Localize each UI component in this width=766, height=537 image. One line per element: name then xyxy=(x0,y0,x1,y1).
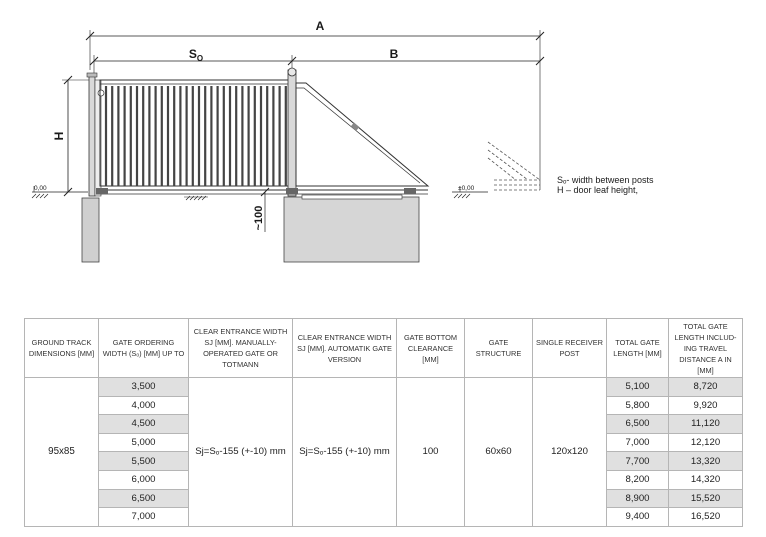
table-row: 6,000 8,200 14,320 xyxy=(25,469,743,490)
cell-width: 6,500 xyxy=(98,488,189,509)
track-foundation xyxy=(283,194,420,263)
table-row: 7,000 9,400 16,520 xyxy=(25,507,743,527)
cell-total: 6,500 xyxy=(606,414,669,434)
legend-line-1: Sₒ- width between posts xyxy=(557,175,654,185)
cell-travel: 13,320 xyxy=(668,451,743,471)
specification-table: GROUND TRACK DIMENSIONS [mm] GATE ORDERI… xyxy=(24,318,743,527)
header-ground-track: GROUND TRACK DIMENSIONS [mm] xyxy=(24,318,99,378)
counterbalance-tail xyxy=(295,82,430,187)
cell-width: 6,000 xyxy=(98,469,189,490)
cell-width: 5,500 xyxy=(98,451,189,471)
cell-total: 7,700 xyxy=(606,451,669,471)
table-row: 6,500 8,900 15,520 xyxy=(25,488,743,509)
ground-marks xyxy=(184,195,208,201)
cell-travel: 9,920 xyxy=(668,395,743,416)
cell-width: 4,500 xyxy=(98,414,189,434)
label-100: ~100 xyxy=(253,206,265,231)
cell-travel: 15,520 xyxy=(668,488,743,509)
cell-receiver-post: 120x120 xyxy=(532,377,607,527)
cell-travel: 12,120 xyxy=(668,432,743,453)
left-post xyxy=(86,72,105,197)
header-receiver-post: SINGLE RECEIVER POST xyxy=(532,318,607,378)
table-row: 5,000 7,000 12,120 xyxy=(25,432,743,453)
table-header-row: GROUND TRACK DIMENSIONS [mm] GATE ORDERI… xyxy=(24,318,743,378)
left-foundation xyxy=(81,197,100,263)
header-travel-length: TOTAL GATE LENGTH INCLUD-ING TRAVEL DIST… xyxy=(668,318,743,378)
gate-technical-drawing: A SO B H 0,00 xyxy=(31,19,654,263)
cell-clear-auto: Sj=Sₒ-155 (+-10) mm xyxy=(292,377,397,527)
table-row: 95x85 3,500 Sj=Sₒ-155 (+-10) mm Sj=Sₒ-15… xyxy=(24,377,743,527)
ground-right: ±0,00 xyxy=(452,185,488,199)
cell-travel: 14,320 xyxy=(668,469,743,490)
header-total-length: TOTAL GATE LENGTH [mm] xyxy=(606,318,669,378)
label-a: A xyxy=(316,19,325,33)
dimension-so-b: SO B xyxy=(89,47,545,75)
cell-total: 5,100 xyxy=(606,377,669,397)
cell-width: 5,000 xyxy=(98,432,189,453)
header-ordering-width: GATE ORDERING WIDTH (Sₒ) [mm] up to xyxy=(98,318,189,378)
cell-width: 3,500 xyxy=(98,377,189,397)
cell-bottom-clearance: 100 xyxy=(396,377,465,527)
cell-clear-manual: Sj=Sₒ-155 (+-10) mm xyxy=(188,377,293,527)
header-bottom-clearance: GATE BOTTOM CLEARANCE [mm] xyxy=(396,318,465,378)
label-so: SO xyxy=(189,47,203,63)
cell-total: 8,200 xyxy=(606,469,669,490)
gate-leaf xyxy=(99,79,293,187)
cell-travel: 16,520 xyxy=(668,507,743,527)
travel-hint xyxy=(487,141,541,191)
table-row: 5,500 7,700 13,320 xyxy=(25,451,743,471)
table-row: 4,000 5,800 9,920 xyxy=(25,395,743,416)
cell-structure: 60x60 xyxy=(464,377,533,527)
cell-travel: 11,120 xyxy=(668,414,743,434)
header-clear-auto: CLEAR ENTRANCE WIDTH Sj [mm]. AUTOMATIK … xyxy=(292,318,397,378)
cell-total: 7,000 xyxy=(606,432,669,453)
legend: Sₒ- width between posts H – door leaf he… xyxy=(557,175,654,195)
dimension-h: H xyxy=(52,75,92,197)
receiver-post xyxy=(287,67,297,197)
level-left: 0,00 xyxy=(34,185,47,192)
ground-left: 0,00 xyxy=(31,185,88,199)
cell-travel: 8,720 xyxy=(668,377,743,397)
cell-total: 8,900 xyxy=(606,488,669,509)
cell-ground-track: 95x85 xyxy=(24,377,99,527)
header-clear-manual: CLEAR ENTRANCE WIDTH Sj [mm]. MANUALLY-O… xyxy=(188,318,293,378)
cell-total: 9,400 xyxy=(606,507,669,527)
level-right: ±0,00 xyxy=(458,185,475,192)
bottom-rail xyxy=(96,188,428,195)
label-h: H xyxy=(52,132,66,141)
cell-width: 7,000 xyxy=(98,507,189,527)
table-row: 4,500 6,500 11,120 xyxy=(25,414,743,434)
legend-line-2: H – door leaf height, xyxy=(557,185,638,195)
label-b: B xyxy=(390,47,399,61)
dimension-100: ~100 xyxy=(253,187,270,232)
dimension-a: A xyxy=(85,19,545,190)
header-gate-structure: GATE STRUCTURE xyxy=(464,318,533,378)
cell-total: 5,800 xyxy=(606,395,669,416)
cell-width: 4,000 xyxy=(98,395,189,416)
